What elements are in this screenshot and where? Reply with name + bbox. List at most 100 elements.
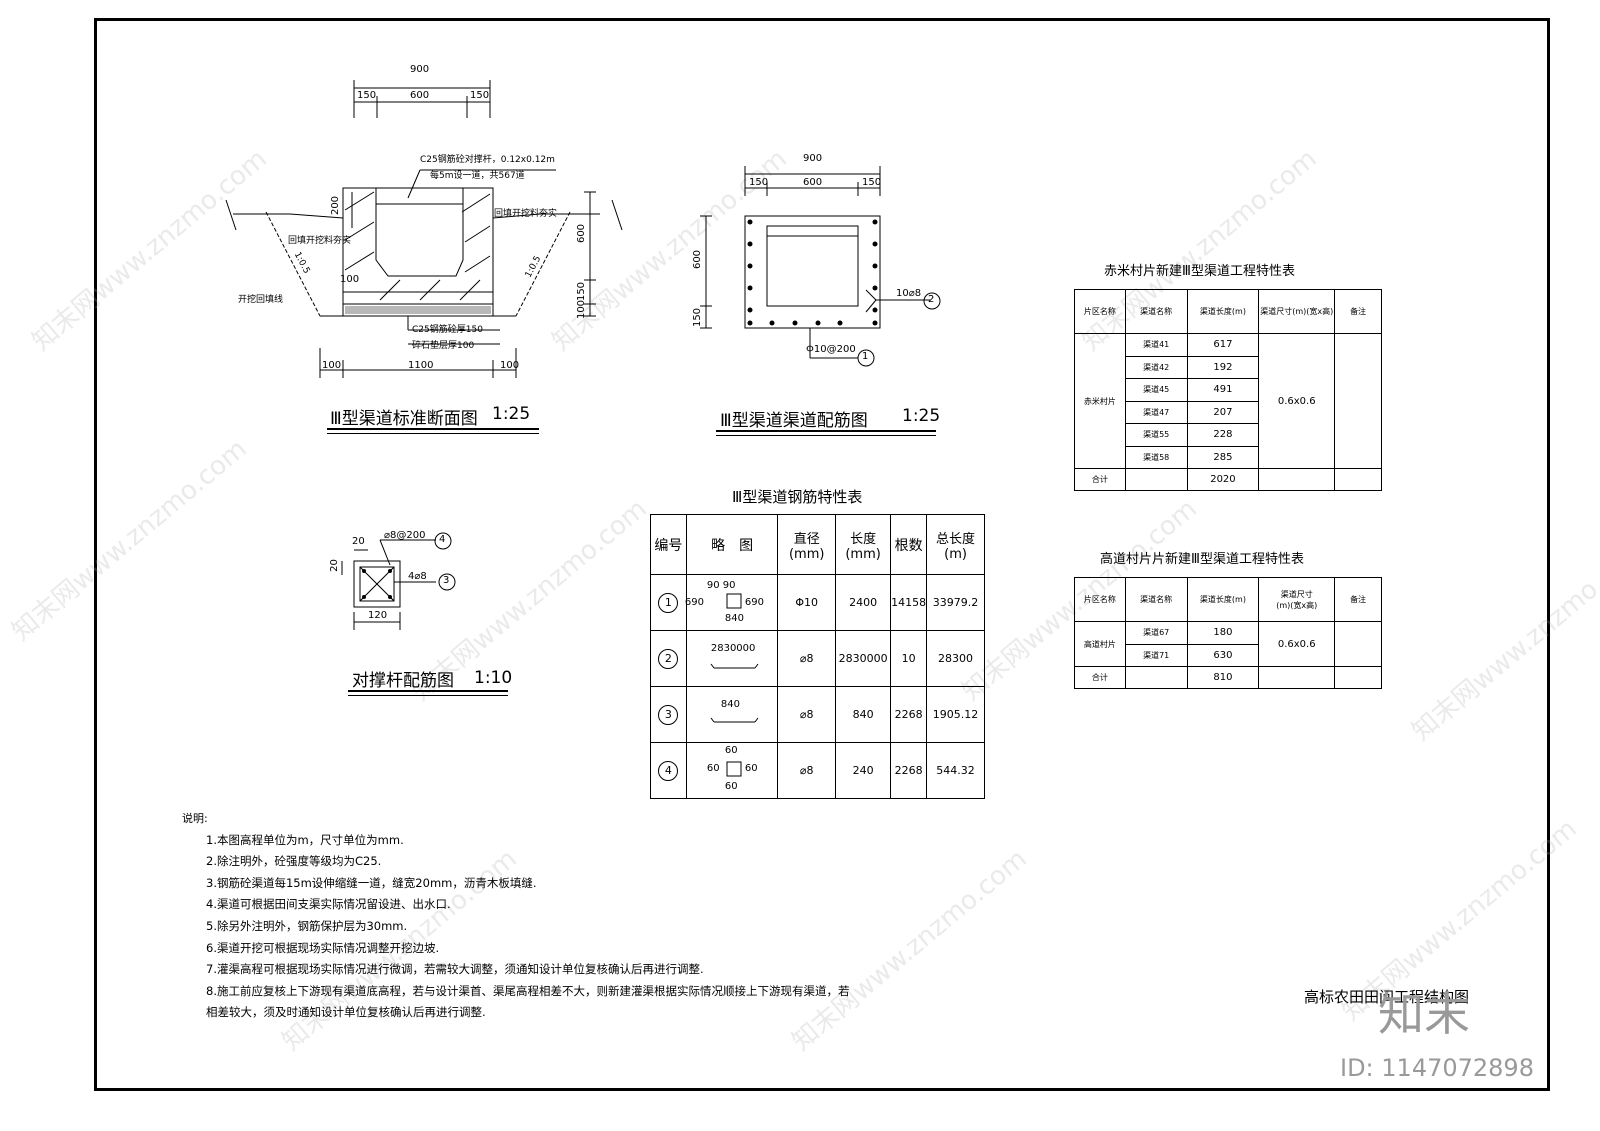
dim-mid: 600 [803, 177, 823, 188]
label-bar2: 10⌀8 [896, 288, 922, 299]
channel-length-cell: 491 [1186, 378, 1260, 402]
sketch-label: 60 [724, 745, 738, 756]
title-underline [716, 430, 936, 432]
channel-name-cell: 渠道58 [1124, 445, 1188, 469]
header-cell: 渠道尺寸(m)(宽x高) [1258, 289, 1336, 334]
dim-inner-100: 100 [340, 274, 360, 285]
note-item: 4.渠道可根据田间支渠实际情况留设进、出水口. [206, 897, 451, 912]
dim-150: 150 [576, 281, 588, 302]
dim-total: 900 [410, 64, 430, 75]
marker-3: 3 [443, 575, 450, 586]
channel-length-cell: 630 [1186, 643, 1260, 667]
marker-4: 4 [439, 534, 446, 545]
note-item: 6.渠道开挖可根据现场实际情况调整开挖边坡. [206, 940, 440, 955]
table-total-row: 合计 810 [1074, 666, 1382, 689]
label-main-bars: 4⌀8 [408, 571, 427, 582]
sketch-label: 60 [724, 781, 738, 792]
note-item: 7.灌渠高程可根据现场实际情况进行微调，若需较大调整，须通知设计单位复核确认后再… [206, 962, 704, 977]
total-label-cell: 合计 [1074, 468, 1126, 491]
dim-v-150: 150 [692, 307, 704, 328]
dim-left: 150 [749, 177, 769, 188]
length-cell: 840 [835, 686, 892, 743]
header-cell: 备注 [1334, 289, 1382, 334]
total-cell: 28300 [926, 630, 985, 687]
channel-name-cell: 渠道67 [1124, 621, 1188, 645]
table-row: 渠道71 630 [1075, 643, 1382, 667]
dim-bottom-mid: 1100 [408, 360, 434, 371]
header-cell: 渠道尺寸 (m)(宽x高) [1258, 577, 1336, 622]
header-cell: 渠道长度(m) [1186, 289, 1260, 334]
marker-2: 2 [928, 294, 935, 305]
table-row: 1 90 90 690 690 840 Φ10 2400 14158 33979… [650, 574, 985, 631]
dim-left: 150 [357, 90, 377, 101]
channel-name-cell: 渠道55 [1124, 423, 1188, 447]
channel-name-cell: 渠道41 [1124, 333, 1188, 357]
row-number-cell: 2 [650, 630, 687, 687]
label-strut-line1: C25钢筋砼对撑杆，0.12x0.12m [420, 155, 555, 165]
table-row: 2 2830000 ⌀8 2830000 10 28300 [650, 630, 985, 687]
length-cell: 240 [835, 742, 892, 799]
header-cell: 直径 (mm) [777, 514, 837, 575]
channel-length-cell: 617 [1186, 333, 1260, 357]
header-cell: 渠道名称 [1124, 289, 1188, 334]
dim-600: 600 [576, 223, 588, 244]
row-number-cell: 3 [650, 686, 687, 743]
diameter-cell: ⌀8 [777, 742, 837, 799]
remark-cell [1334, 333, 1382, 469]
table-row: 4 60 60 60 60 ⌀8 240 2268 544.32 [650, 742, 985, 799]
note-item: 2.除注明外，砼强度等级均为C25. [206, 854, 382, 869]
note-item: 5.除另外注明外，钢筋保护层为30mm. [206, 918, 408, 933]
dim-total: 900 [803, 153, 823, 164]
label-stirrup: ⌀8@200 [384, 530, 426, 541]
strut-title: 对撑杆配筋图 [352, 671, 454, 691]
dim-right: 150 [862, 177, 882, 188]
sketch-label: 60 [744, 763, 758, 774]
notes: 说明: 1.本图高程单位为m，尺寸单位为mm. 2.除注明外，砼强度等级均为C2… [182, 808, 850, 1024]
sketch-label: 690 [744, 597, 764, 608]
title-underline [327, 433, 539, 434]
empty-cell [1124, 468, 1188, 491]
strut-scale: 1:10 [474, 668, 513, 688]
empty-cell [1258, 666, 1336, 689]
total-cell: 1905.12 [926, 686, 985, 743]
dim-mid: 600 [410, 90, 430, 101]
note-item: 8.施工前应复核上下游现有渠道底高程，若与设计渠首、渠尾高程相差不大，则新建灌渠… [206, 983, 850, 998]
table-row: 赤米村片 渠道41 617 0.6x0.6 [1074, 333, 1382, 469]
header-cell: 编号 [650, 514, 687, 575]
label-excavation: 开挖回填线 [238, 295, 284, 305]
header-cell: 长度 (mm) [835, 514, 892, 575]
rebar-table-title: Ⅲ型渠道钢筋特性表 [732, 488, 863, 506]
label-bar1: Φ10@200 [806, 344, 856, 355]
sketch-label: 840 [724, 613, 744, 624]
project-title: 高标农田田间工程结构图 [1304, 988, 1470, 1006]
channel-length-cell: 192 [1186, 355, 1260, 379]
sketch-cell: 2830000 [685, 630, 779, 687]
table-b-title: 高道村片片新建Ⅲ型渠道工程特性表 [1100, 552, 1304, 567]
length-cell: 2830000 [835, 630, 892, 687]
count-cell: 2268 [890, 686, 928, 743]
header-cell: 片区名称 [1074, 577, 1126, 622]
sketch-cell: 840 [685, 686, 779, 743]
channel-table-a: 片区名称 渠道名称 渠道长度(m) 渠道尺寸(m)(宽x高) 备注 赤米村片 渠… [1074, 289, 1382, 491]
channel-length-cell: 180 [1186, 621, 1260, 645]
note-item: 1.本图高程单位为m，尺寸单位为mm. [206, 832, 404, 847]
diameter-cell: ⌀8 [777, 686, 837, 743]
table-row: 渠道47 207 [1075, 400, 1382, 424]
channel-name-cell: 渠道47 [1124, 400, 1188, 424]
section-scale: 1:25 [492, 404, 531, 424]
title-underline [348, 690, 508, 692]
table-total-row: 合计 2020 [1074, 468, 1382, 491]
sketch-cell: 60 60 60 60 [685, 742, 779, 799]
channel-name-cell: 渠道71 [1124, 643, 1188, 667]
empty-cell [1124, 666, 1188, 689]
dim-bottom-left: 100 [322, 360, 342, 371]
total-label-cell: 合计 [1074, 666, 1126, 689]
table-a-title: 赤米村片新建Ⅲ型渠道工程特性表 [1104, 264, 1295, 279]
row-number-cell: 4 [650, 742, 687, 799]
total-cell: 33979.2 [926, 574, 985, 631]
drawing-frame [94, 18, 1550, 1091]
header-cell: 总长度 (m) [926, 514, 985, 575]
total-cell: 2020 [1186, 468, 1260, 491]
header-cell: 根数 [890, 514, 928, 575]
